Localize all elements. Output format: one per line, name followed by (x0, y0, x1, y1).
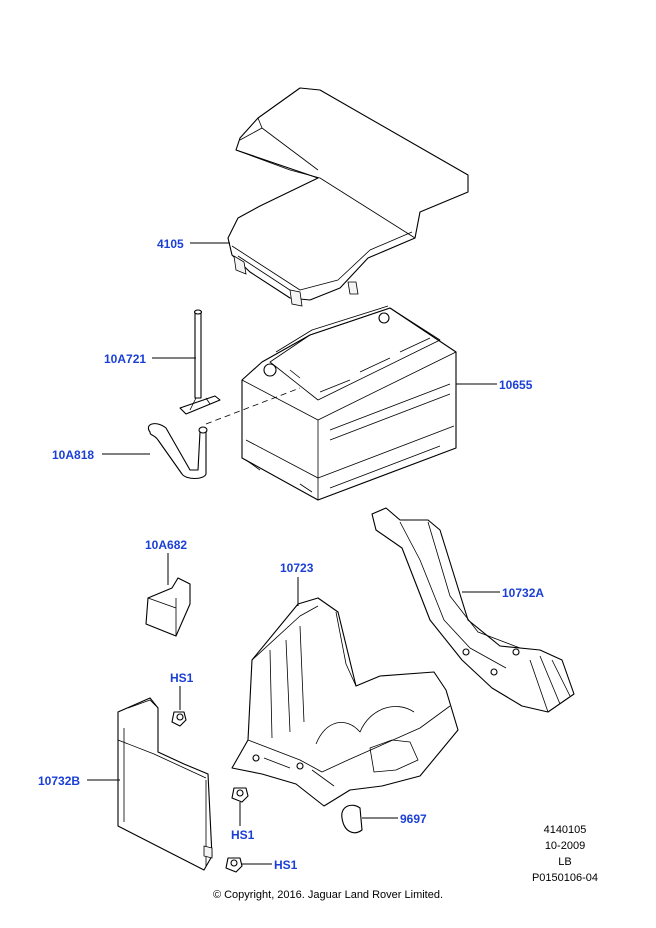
bolt-lower[interactable] (225, 857, 243, 873)
copyright-notice: © Copyright, 2016. Jaguar Land Rover Lim… (212, 889, 444, 901)
date-code: 10-2009 (544, 840, 586, 852)
callout-10732B[interactable]: 10732B (38, 774, 80, 788)
callout-10A818[interactable]: 10A818 (52, 448, 94, 462)
elbow-hose[interactable] (148, 423, 208, 480)
bolt-upper[interactable] (171, 711, 187, 727)
battery[interactable] (241, 305, 457, 501)
callout-cover-group: 4105 (157, 237, 230, 251)
callout-hs1-upper[interactable]: HS1 (170, 671, 194, 685)
side-shield[interactable] (117, 697, 213, 871)
callout-10A721[interactable]: 10A721 (104, 352, 146, 366)
callout-hs1-mid[interactable]: HS1 (231, 828, 255, 842)
callout-10655[interactable]: 10655 (499, 378, 533, 392)
side-code: LB (558, 856, 572, 868)
terminal-post (263, 363, 277, 377)
small-bracket[interactable] (145, 577, 191, 637)
battery-cover[interactable] (227, 87, 469, 307)
vent-tube[interactable] (179, 309, 221, 415)
callout-hs1-lower[interactable]: HS1 (274, 858, 298, 872)
callout-battery-group: 10655 (456, 378, 533, 392)
terminal-post (378, 312, 390, 324)
callout-9697[interactable]: 9697 (400, 812, 427, 826)
image-code: P0150106-04 (531, 872, 599, 884)
callout-10A682[interactable]: 10A682 (145, 538, 187, 552)
support-bracket[interactable] (371, 507, 575, 713)
callout-10723[interactable]: 10723 (280, 561, 314, 575)
callout-10732A[interactable]: 10732A (502, 586, 544, 600)
clip[interactable] (341, 804, 363, 834)
alignment-line (205, 387, 301, 425)
reference-number: 4140105 (543, 824, 587, 836)
battery-tray[interactable] (231, 597, 459, 807)
bolt-mid[interactable] (231, 787, 249, 803)
callout-4105[interactable]: 4105 (157, 237, 184, 251)
